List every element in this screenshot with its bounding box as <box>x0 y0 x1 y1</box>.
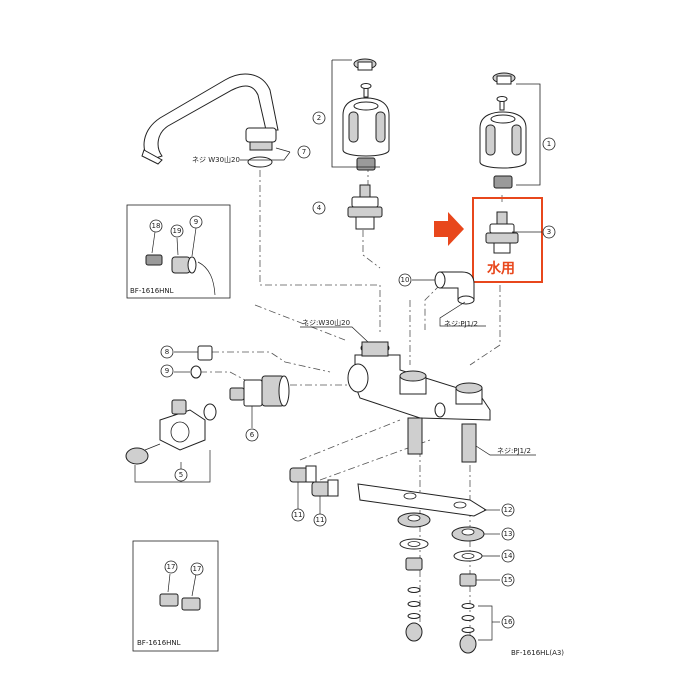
callout-1: 1 <box>542 137 556 151</box>
svg-text:15: 15 <box>504 576 513 584</box>
callout-12: 12 <box>501 503 515 517</box>
svg-text:8: 8 <box>165 348 169 356</box>
elbow-thread-label: ネジ:PJ1/2 <box>444 320 478 328</box>
nipple-fitting <box>197 345 213 361</box>
callout-2: 2 <box>312 111 326 125</box>
callout-9: 9 <box>160 364 174 378</box>
cartridge-valve-water <box>485 211 519 254</box>
handle-assembly-right <box>479 72 527 189</box>
callout-10: 10 <box>398 273 412 287</box>
cartridge-valve-left <box>347 184 383 230</box>
o-ring <box>190 365 202 379</box>
callout-17a: 17 <box>164 560 178 574</box>
svg-text:10: 10 <box>401 276 410 284</box>
callout-13: 13 <box>501 527 515 541</box>
inset-box-top <box>126 204 231 299</box>
right-arrow-icon <box>434 212 464 246</box>
callout-8: 8 <box>160 345 174 359</box>
elbow-fitting <box>434 271 475 305</box>
svg-text:6: 6 <box>250 431 255 439</box>
svg-text:18: 18 <box>152 222 161 230</box>
callout-14: 14 <box>501 549 515 563</box>
inset-top-parts <box>145 227 216 296</box>
body-thread-label: ネジ:W30山20 <box>302 318 350 327</box>
mounting-parts <box>357 483 488 654</box>
callout-11b: 11 <box>313 513 327 527</box>
spout <box>141 73 279 168</box>
diverter-cartridge <box>229 375 290 407</box>
callout-15: 15 <box>501 573 515 587</box>
svg-text:14: 14 <box>504 552 513 560</box>
callout-5: 5 <box>174 468 188 482</box>
svg-text:3: 3 <box>547 228 551 236</box>
callout-9-inset: 9 <box>189 215 203 229</box>
svg-text:17: 17 <box>193 565 202 573</box>
inset-top-model-label: BF-1616HNL <box>130 287 174 295</box>
callout-18: 18 <box>149 219 163 233</box>
svg-text:1: 1 <box>547 140 551 148</box>
plug-caps <box>289 465 339 497</box>
callout-4: 4 <box>312 201 326 215</box>
callouts: 1 2 3 4 5 6 7 8 9 10 11 11 12 13 14 15 1… <box>149 111 556 629</box>
inset-bottom-parts <box>159 573 201 611</box>
svg-text:11: 11 <box>294 511 303 519</box>
svg-text:2: 2 <box>317 114 321 122</box>
svg-text:16: 16 <box>504 618 513 626</box>
svg-text:13: 13 <box>504 530 513 538</box>
faucet-body <box>347 341 491 463</box>
shank-thread-label: ネジ:PJ1/2 <box>497 447 531 455</box>
callout-11a: 11 <box>291 508 305 522</box>
svg-text:4: 4 <box>317 204 322 212</box>
svg-text:17: 17 <box>167 563 176 571</box>
callout-17b: 17 <box>190 562 204 576</box>
callout-7: 7 <box>297 145 311 159</box>
svg-text:7: 7 <box>302 148 306 156</box>
callout-3: 3 <box>542 225 556 239</box>
water-use-label: 水用 <box>487 260 515 277</box>
svg-text:11: 11 <box>316 516 325 524</box>
svg-text:19: 19 <box>173 227 182 235</box>
svg-text:5: 5 <box>179 471 183 479</box>
inset-bottom-model-label: BF-1616HNL <box>137 639 181 647</box>
inset-box-bottom <box>132 540 219 652</box>
svg-text:12: 12 <box>504 506 513 514</box>
callout-16: 16 <box>501 615 515 629</box>
callout-19: 19 <box>170 224 184 238</box>
diagram-model-label: BF-1616HL(A3) <box>511 649 564 657</box>
svg-text:9: 9 <box>194 218 198 226</box>
svg-text:9: 9 <box>165 367 169 375</box>
handle-assembly-left <box>342 58 390 171</box>
lever-handle <box>125 399 217 465</box>
highlight-box <box>472 197 543 283</box>
spout-thread-label: ネジ W30山20 <box>192 155 240 164</box>
callout-6: 6 <box>245 428 259 442</box>
